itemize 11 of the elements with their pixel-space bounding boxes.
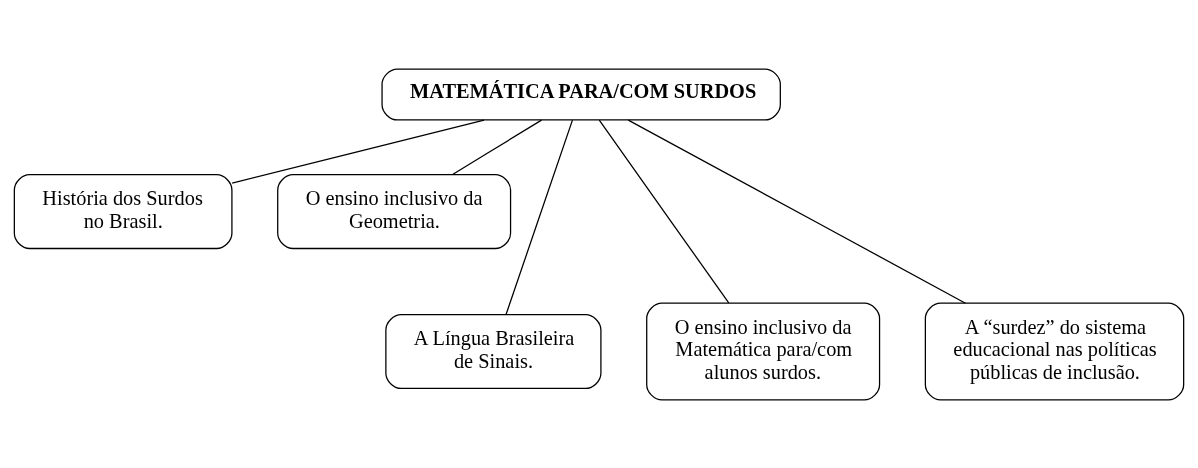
connector [505, 119, 574, 315]
connector [627, 119, 967, 304]
connector [598, 119, 730, 304]
connector [231, 118, 485, 184]
node-box: A “surdez” do sistema educacional nas políticas públicas de inclusão. [924, 302, 1185, 401]
node-box: MATEMÁTICA PARA/COM SURDOS [381, 67, 781, 121]
connector [451, 118, 543, 175]
node-box: O ensino inclusivo da Matemática para/com alunos surdos. [646, 302, 881, 401]
node-box: O ensino inclusivo da Geometria. [277, 173, 512, 249]
node-box: História dos Surdos no Brasil. [13, 173, 233, 249]
node-box: A Língua Brasileira de Sinais. [385, 313, 602, 389]
